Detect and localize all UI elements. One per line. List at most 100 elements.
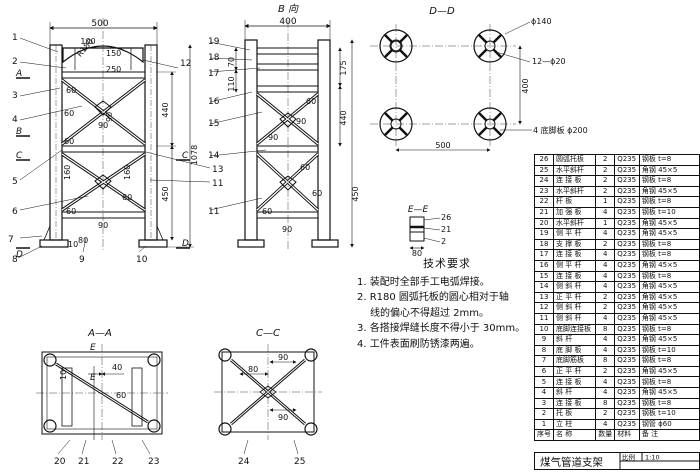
brace-90-1: 90: [98, 121, 108, 130]
bom-cell-no: 13: [534, 291, 554, 304]
bom-cell-no: 12: [534, 302, 554, 314]
note-line-3: 线的偏心不得超过 2mm。: [370, 307, 490, 319]
bom-cell-qty: 4: [595, 270, 616, 283]
a-dim-60: 60: [116, 391, 126, 400]
a-part-23: 23: [148, 457, 159, 467]
bom-cell-material: Q235: [614, 270, 640, 283]
b-dim-450: 450: [351, 186, 360, 201]
bom-cell-name: 正 平 杆: [552, 365, 597, 378]
part-8: 8: [12, 255, 18, 265]
bom-cell-material: Q235: [614, 355, 640, 367]
b-dim-440: 440: [339, 110, 348, 125]
scale-label: 比例: [622, 453, 635, 462]
bom-cell-remarks: 钢板 t=8: [638, 196, 700, 208]
bom-cell-no: 17: [534, 249, 554, 261]
bom-cell-qty: 8: [595, 355, 616, 367]
front-view-text: 500 100 R180 150 250 1078 440 450 80 10 …: [8, 19, 223, 265]
bom-cell-no: 21: [534, 206, 554, 219]
notes-title: 技术要求: [423, 257, 471, 270]
bom-cell-qty: 4: [595, 206, 616, 219]
dim-150: 150: [106, 49, 121, 58]
e-e-text: E—E 80 26 21 2: [408, 205, 451, 258]
bom-cell-qty: 4: [595, 418, 616, 431]
bom-cell-no: 5: [534, 376, 554, 389]
bom-cell-qty: 2: [595, 154, 616, 166]
b-part-19: 19: [208, 37, 220, 47]
bom-cell-qty: 4: [595, 228, 616, 240]
b-angle-60-1: 60: [306, 97, 316, 106]
b-angle-60-4: 60: [312, 189, 322, 198]
bom-header-name: 名 称: [552, 429, 597, 442]
e-part-21: 21: [441, 225, 451, 234]
bom-cell-material: Q235: [614, 206, 640, 219]
bom-cell-material: Q235: [614, 397, 640, 410]
dim-80: 80: [78, 236, 88, 245]
bom-cell-remarks: 钢板 t=8: [638, 175, 700, 187]
note-line-2: 2. R180 圆弧托板的圆心相对于轴: [357, 292, 509, 303]
b-dim-70: 70: [227, 57, 236, 67]
bom-cell-no: 1: [534, 418, 554, 431]
c-c-title: C—C: [256, 328, 280, 339]
e-e-title: E—E: [408, 205, 429, 215]
c-part-25: 25: [294, 457, 305, 467]
bom-cell-material: Q235: [614, 196, 640, 208]
bom-cell-remarks: 角钢 45×5: [638, 281, 700, 293]
bom-cell-no: 2: [534, 408, 554, 420]
bom-cell-qty: 4: [595, 387, 616, 399]
note-line-5: 4. 工件表面刷防锈漆两遍。: [357, 338, 480, 350]
bom-cell-name: 托 板: [552, 408, 597, 420]
bom-cell-qty: 2: [595, 238, 616, 251]
a-part-20: 20: [54, 457, 66, 467]
bom-cell-name: 正 平 杆: [552, 291, 597, 304]
bom-cell-material: Q235: [614, 291, 640, 304]
bom-cell-qty: 4: [595, 334, 616, 346]
d-d-view: [370, 21, 532, 152]
part-7: 7: [8, 235, 14, 245]
bom-cell-no: 19: [534, 228, 554, 240]
bom-cell-material: Q235: [614, 238, 640, 251]
bom-cell-qty: 4: [595, 281, 616, 293]
b-part-14: 14: [208, 151, 220, 161]
c-dim-80: 80: [248, 365, 258, 374]
bom-cell-material: Q235: [614, 365, 640, 378]
dim-100: 100: [80, 37, 95, 46]
bom-cell-no: 4: [534, 387, 554, 399]
d-d-text: D—D ϕ140 12—ϕ20 400 500 4 底脚板 ϕ200: [429, 6, 587, 150]
bom-cell-name: 斜 杆: [552, 334, 597, 346]
bom-header-no: 序号: [534, 429, 554, 442]
mark-c-right: C: [182, 151, 189, 161]
bom-cell-remarks: 钢板 t=10: [638, 408, 700, 420]
bom-cell-qty: 4: [595, 312, 616, 325]
bom-cell-material: Q235: [614, 376, 640, 389]
bom-cell-no: 26: [534, 154, 554, 166]
dim-450: 450: [161, 186, 170, 201]
bom-cell-no: 24: [534, 175, 554, 187]
bom-cell-remarks: 角钢 45×5: [638, 387, 700, 399]
note-line-1: 1. 装配时全部手工电弧焊接。: [357, 276, 490, 288]
bom-cell-material: Q235: [614, 302, 640, 314]
angle-60-3: 60: [64, 137, 74, 146]
mark-b-left: B: [16, 127, 22, 137]
bom-cell-remarks: 角钢 45×5: [638, 334, 700, 346]
d-foot-plate: 4 底脚板 ϕ200: [533, 125, 588, 135]
bom-cell-remarks: 钢板 t=8: [638, 397, 700, 410]
bom-cell-name: 水平斜杆: [552, 185, 597, 198]
bom-cell-remarks: 角钢 45×5: [638, 312, 700, 325]
